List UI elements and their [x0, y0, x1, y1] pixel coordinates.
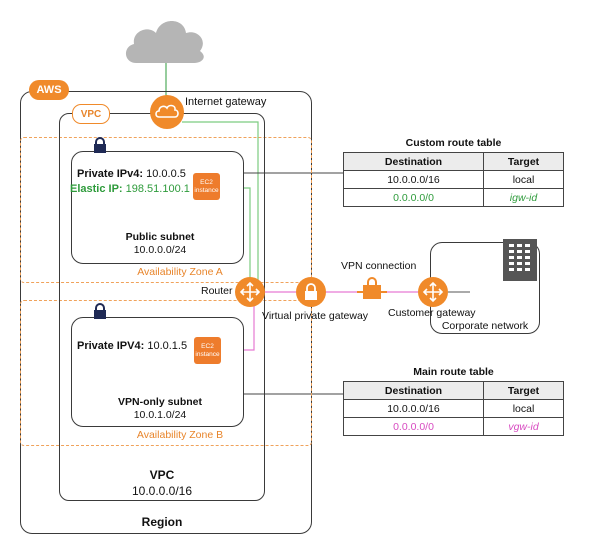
custom-route-table: Destination Target 10.0.0.0/16 local 0.0… — [343, 152, 564, 207]
vpn-subnet-box — [71, 317, 244, 427]
destination-cell: 10.0.0.0/16 — [343, 170, 484, 189]
vpc-label: VPC — [149, 468, 175, 482]
internet-cloud-icon — [125, 21, 204, 63]
internet-gateway-label: Internet gateway — [185, 96, 267, 108]
table-row: 0.0.0.0/0 vgw-id — [343, 417, 564, 436]
lock-icon-vpn — [94, 303, 106, 319]
customer-gateway-icon — [418, 277, 448, 307]
table-row: 0.0.0.0/0 igw-id — [343, 188, 564, 207]
target-cell: local — [483, 170, 564, 189]
destination-cell: 0.0.0.0/0 — [343, 417, 484, 436]
lock-icon-public — [94, 137, 106, 153]
internet-gateway-icon — [150, 95, 184, 129]
column-header-destination: Destination — [343, 381, 484, 400]
public-subnet-box — [71, 151, 244, 264]
column-header-destination: Destination — [343, 152, 484, 171]
vpc-badge: VPC — [72, 104, 110, 124]
public-elastic-ip: Elastic IP: 198.51.100.1 — [70, 183, 190, 195]
column-header-target: Target — [483, 381, 564, 400]
vpc-cidr-label: 10.0.0.0/16 — [131, 484, 193, 498]
virtual-private-gateway-icon — [296, 277, 326, 307]
target-cell: igw-id — [483, 188, 564, 207]
column-header-target: Target — [483, 152, 564, 171]
virtual-private-gateway-label: Virtual private gateway — [262, 310, 369, 322]
destination-cell: 0.0.0.0/0 — [343, 188, 484, 207]
table-row: 10.0.0.0/16 local — [343, 170, 564, 189]
custom-route-table-title: Custom route table — [405, 137, 502, 149]
main-route-table: Destination Target 10.0.0.0/16 local 0.0… — [343, 381, 564, 436]
destination-cell: 10.0.0.0/16 — [343, 399, 484, 418]
vpn-subnet-name: VPN-only subnet — [117, 396, 202, 408]
vpn-private-ip: Private IPV4: 10.0.1.5 — [77, 340, 188, 352]
customer-gateway-label: Customer gateway — [388, 307, 476, 319]
public-subnet-cidr: 10.0.0.0/24 — [133, 244, 187, 256]
az-b-label: Availability Zone B — [136, 429, 224, 441]
ec2-instance-icon-public: EC2 instance — [193, 173, 220, 200]
availability-zone-b — [20, 300, 312, 446]
vpn-connection-icon — [357, 277, 387, 299]
aws-badge: AWS — [29, 80, 69, 100]
availability-zone-a — [20, 137, 312, 283]
vpn-connection-label: VPN connection — [341, 260, 417, 272]
main-route-table-title: Main route table — [413, 366, 494, 378]
corporate-network-label: Corporate network — [441, 320, 529, 332]
target-cell: vgw-id — [483, 417, 564, 436]
az-a-label: Availability Zone A — [137, 266, 223, 278]
public-private-ip: Private IPv4: 10.0.0.5 — [77, 168, 186, 180]
ec2-instance-icon-vpn: EC2 instance — [194, 337, 221, 364]
router-icon — [235, 277, 265, 307]
public-subnet-name: Public subnet — [125, 231, 195, 243]
data-center-icon — [503, 239, 537, 281]
router-label: Router — [201, 285, 233, 297]
target-cell: local — [483, 399, 564, 418]
vpn-subnet-cidr: 10.0.1.0/24 — [133, 409, 187, 421]
region-label: Region — [141, 515, 183, 529]
table-row: 10.0.0.0/16 local — [343, 399, 564, 418]
